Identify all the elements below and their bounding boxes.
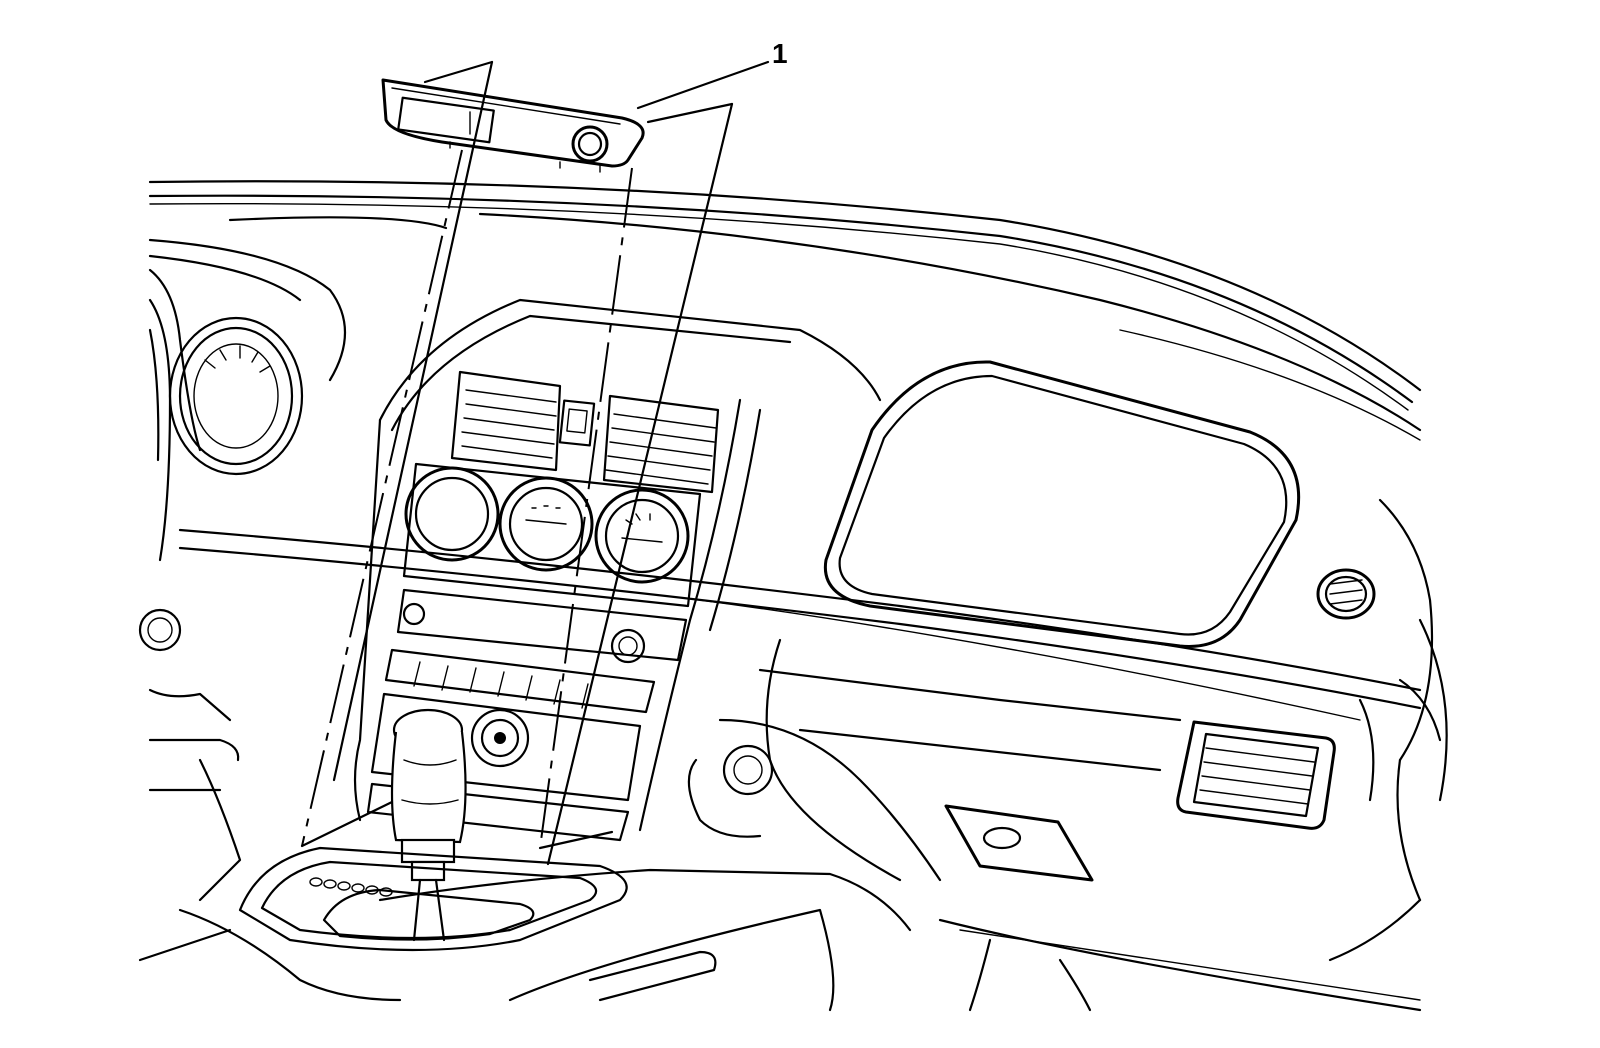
fan-knob	[404, 466, 500, 562]
knee-bolster	[378, 744, 1092, 1012]
mode-knob	[498, 476, 594, 572]
center-vents	[450, 370, 720, 494]
glove-box-handle	[944, 804, 1094, 882]
shift-console	[138, 758, 628, 1002]
passenger-lower-vent	[1176, 720, 1336, 830]
callout-label-1: 1	[772, 38, 788, 69]
dash-midline	[178, 528, 1442, 802]
temp-knob	[594, 488, 690, 584]
glove-box	[718, 638, 1422, 1012]
trim-bezel-part	[381, 78, 645, 173]
gear-shifter	[390, 708, 467, 942]
hvac-controls	[402, 462, 702, 608]
instrument-cluster	[138, 238, 346, 792]
assembly-guide-lines	[300, 60, 734, 866]
dash-top	[148, 180, 1422, 441]
bezel-knob	[571, 125, 609, 163]
callout-leader	[636, 60, 770, 110]
right-side-vent	[1316, 568, 1376, 620]
radio-unit	[366, 588, 688, 842]
passenger-airbag-panel	[823, 360, 1301, 648]
prnd-indicator	[309, 877, 393, 897]
center-stack-surround	[353, 298, 882, 832]
right-door-edge	[1378, 498, 1448, 902]
